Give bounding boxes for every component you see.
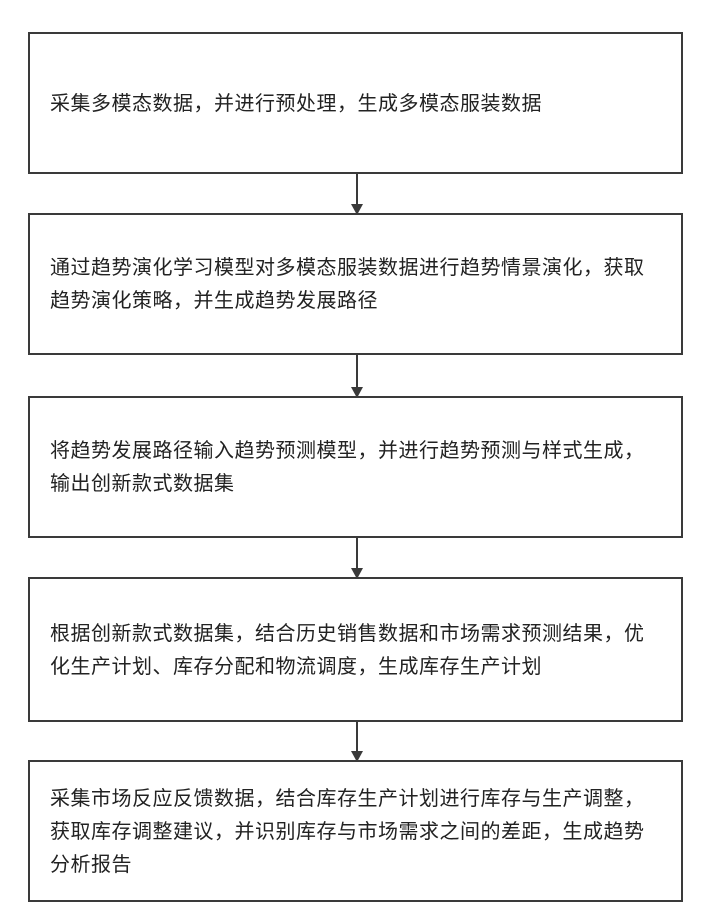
step-3-text: 将趋势发展路径输入趋势预测模型，并进行趋势预测与样式生成，输出创新款式数据集	[30, 434, 681, 500]
step-2-text: 通过趋势演化学习模型对多模态服装数据进行趋势情景演化，获取趋势演化策略，并生成趋…	[30, 251, 681, 317]
down-arrow-icon	[356, 722, 358, 760]
step-1-text: 采集多模态数据，并进行预处理，生成多模态服装数据	[30, 87, 562, 120]
step-2-box: 通过趋势演化学习模型对多模态服装数据进行趋势情景演化，获取趋势演化策略，并生成趋…	[28, 213, 683, 355]
down-arrow-icon	[356, 538, 358, 577]
step-1-box: 采集多模态数据，并进行预处理，生成多模态服装数据	[28, 32, 683, 174]
step-5-box: 采集市场反应反馈数据，结合库存生产计划进行库存与生产调整，获取库存调整建议，并识…	[28, 760, 683, 902]
step-4-box: 根据创新款式数据集，结合历史销售数据和市场需求预测结果，优化生产计划、库存分配和…	[28, 577, 683, 722]
step-5-text: 采集市场反应反馈数据，结合库存生产计划进行库存与生产调整，获取库存调整建议，并识…	[30, 782, 681, 881]
step-3-box: 将趋势发展路径输入趋势预测模型，并进行趋势预测与样式生成，输出创新款式数据集	[28, 396, 683, 538]
down-arrow-icon	[356, 355, 358, 396]
step-4-text: 根据创新款式数据集，结合历史销售数据和市场需求预测结果，优化生产计划、库存分配和…	[30, 617, 681, 683]
down-arrow-icon	[356, 174, 358, 213]
